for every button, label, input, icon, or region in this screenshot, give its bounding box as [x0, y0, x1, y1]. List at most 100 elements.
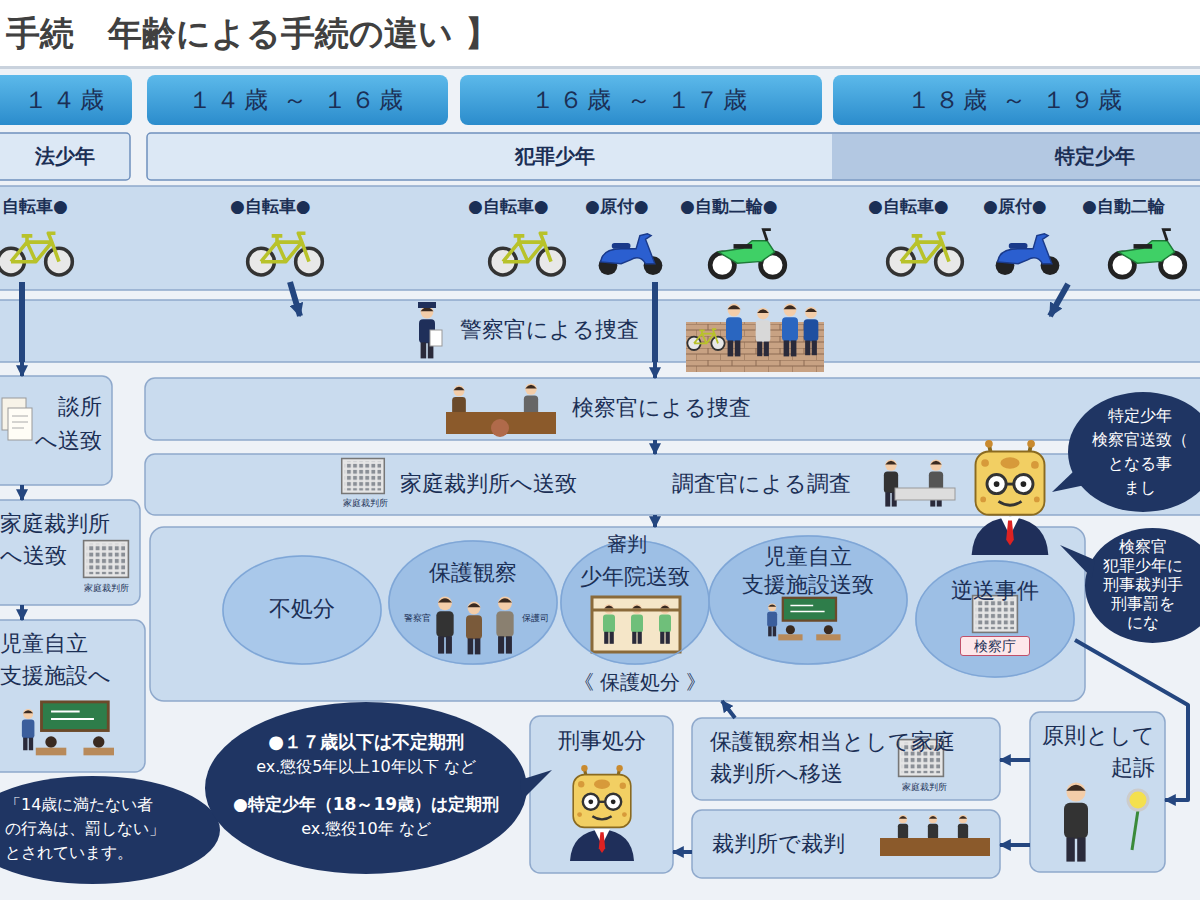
node-text: 保護観察相当として家庭 裁判所へ移送: [710, 726, 962, 790]
illustration-part: [756, 308, 771, 356]
disposition-circle: 保護観察: [388, 540, 558, 665]
text-holder: 手続 年齢による手続の違い 】: [6, 12, 499, 54]
shape-fill: [692, 810, 1000, 878]
node-text: 談所 へ送致: [18, 390, 102, 458]
illustration-part: [726, 304, 742, 357]
flow-arrow: [722, 701, 735, 718]
node-text: 「14歳に満たない者 の行為は、罰しない」 とされています。: [5, 793, 177, 865]
text-holder: ●自転車●: [468, 195, 598, 217]
process-box: 裁判所で裁判: [692, 810, 1000, 878]
text-holder: 児童自立 支援施設へ: [0, 628, 126, 692]
illustration-part: [1128, 790, 1148, 810]
node-text: 自転車●: [2, 195, 132, 217]
shape-fill: [0, 75, 132, 125]
illustration-part: [1050, 284, 1068, 316]
ellipse-border: [0, 777, 219, 883]
age-header: １４歳 ～ １６歳: [147, 75, 448, 125]
illustration-part: [972, 440, 1049, 555]
age-header: １４歳: [0, 75, 132, 125]
illustration-part: [710, 230, 785, 278]
illustration-part: [490, 233, 565, 275]
text-holder: ●自転車●: [230, 195, 360, 217]
illustration-part: [466, 602, 482, 655]
node-text: 検察官 犯罪少年に 刑事裁判手 刑事罰を にな: [1097, 537, 1189, 632]
ellipse-border: [206, 703, 526, 873]
speech-bubble: ●１７歳以下は不定期刑ex.懲役5年以上10年以下 など●特定少年（18～19歳…: [205, 702, 527, 874]
age-header: １８歳 ～ １９歳: [833, 75, 1200, 125]
ellipse-outline: [560, 540, 710, 665]
node-text: ex.懲役10年 など: [225, 818, 507, 840]
illustration-part: [687, 329, 724, 350]
ellipse-outline: [205, 702, 527, 874]
ellipse-outline: [915, 560, 1075, 678]
illustration-part: [430, 330, 442, 346]
shape-fill: [0, 776, 220, 884]
illustration-part: [8, 408, 32, 440]
age-header: １６歳 ～ １７歳: [460, 75, 822, 125]
text-holder: 家庭裁判所: [335, 497, 395, 509]
node-text: 特定少年: [992, 142, 1198, 170]
node-text: ●自転車●: [868, 195, 998, 217]
flow-arrow: [653, 515, 657, 527]
node-text: 検察官による捜査: [572, 393, 772, 423]
illustration-part: [686, 322, 824, 372]
flow-arrow: [20, 362, 24, 376]
text-holder: 検察庁: [960, 636, 1030, 656]
flow-arrow: [653, 362, 657, 378]
illustration-part: [592, 609, 680, 612]
node-text: 家庭裁判所へ送致: [400, 469, 600, 499]
node-text: 家庭裁判所 へ送致: [0, 508, 126, 572]
shape-fill: [833, 75, 1200, 125]
illustration-part: [19, 282, 25, 362]
illustration-part: [290, 282, 300, 316]
text-holder: 犯罪少年: [445, 142, 665, 170]
category-bar: 特定少年: [832, 134, 1200, 179]
text-holder: 家庭裁判所: [76, 582, 136, 594]
text-holder: 家庭裁判所: [894, 781, 954, 793]
illustration-part: [418, 302, 436, 308]
shape-fill: [560, 540, 710, 665]
illustration-part: [0, 66, 1200, 69]
shape-fill: [147, 133, 1200, 180]
text-holder: 家庭裁判所 へ送致: [0, 508, 126, 572]
shape-fill: [0, 376, 112, 485]
node-text: 警察官による捜査: [460, 315, 660, 345]
text-holder: 「14歳に満たない者 の行為は、罰しない」 とされています。: [5, 793, 177, 865]
ellipse-border: [389, 541, 557, 664]
text-holder: 保護観察相当として家庭 裁判所へ移送: [710, 726, 962, 790]
flow-arrow: [1000, 758, 1030, 762]
node-text: 不処分: [222, 594, 382, 624]
node-text: ●特定少年（18～19歳）は定期刑: [225, 792, 507, 816]
shape-fill: [530, 716, 673, 873]
node-text: 《 保護処分 》: [555, 669, 725, 695]
illustration-part: [888, 233, 963, 275]
illustration-part: [782, 304, 798, 357]
illustration-part: [1132, 810, 1138, 850]
illustration-part: [0, 233, 72, 275]
text-holder: 少年院送致: [560, 562, 710, 592]
text-holder: 逆送事件: [915, 576, 1075, 606]
text-holder: 原則として 起訴: [1038, 720, 1155, 784]
text-holder: ●１７歳以下は不定期刑: [245, 730, 487, 754]
node-text: １６歳 ～ １７歳: [460, 84, 822, 116]
node-text: １４歳: [0, 84, 132, 116]
node-text: １４歳 ～ １６歳: [147, 84, 448, 116]
shape-fill: [145, 378, 1200, 440]
illustration-part: [804, 307, 819, 355]
node-text: 児童自立 支援施設送致: [723, 543, 893, 599]
flow-arrow: [653, 440, 657, 454]
ellipse-border: [709, 536, 907, 664]
illustration-part: [599, 234, 663, 275]
node-text: ●自動二輪●: [680, 195, 810, 217]
text-holder: 警察官: [402, 612, 432, 624]
shape-fill: [692, 718, 1000, 800]
node-text: 特定少年 検察官送致（ となる事 まし: [1090, 404, 1190, 500]
illustration-part: [1060, 545, 1095, 578]
shape-fill: [708, 535, 908, 665]
text-holder: ●自動二輪●: [680, 195, 810, 217]
illustration-part: [22, 702, 114, 755]
process-box: 談所 へ送致: [0, 376, 112, 485]
text-holder: １８歳 ～ １９歳: [833, 84, 1200, 116]
text-holder: 特定少年: [992, 142, 1198, 170]
